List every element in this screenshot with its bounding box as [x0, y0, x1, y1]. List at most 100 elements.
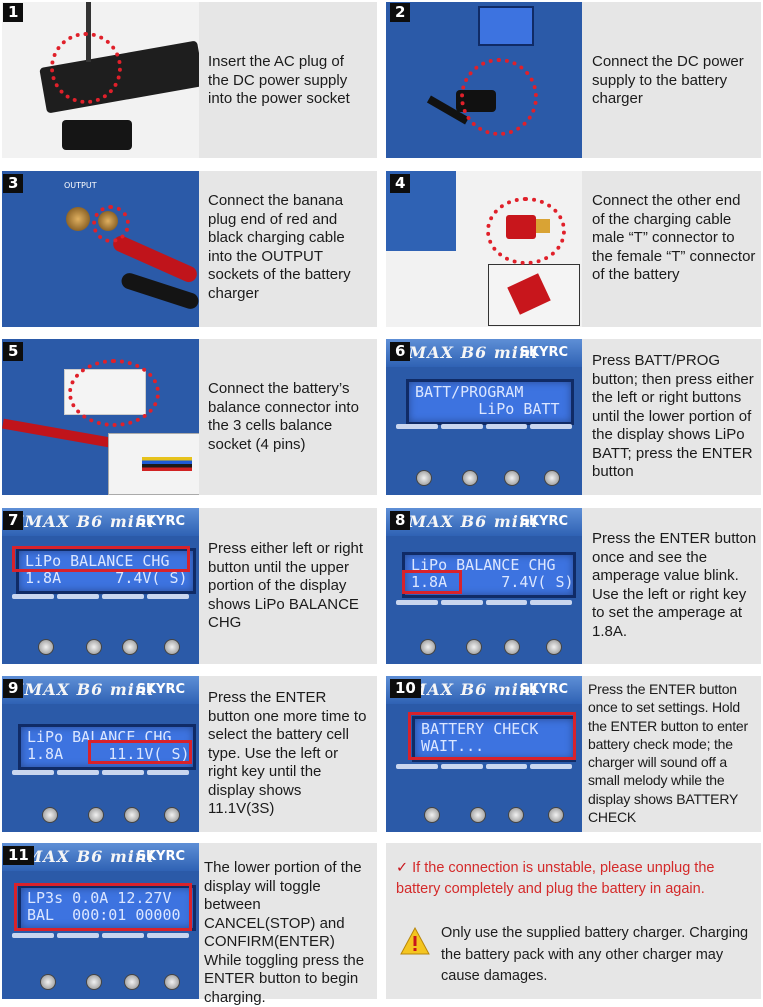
batt-prog-button[interactable] — [424, 807, 440, 823]
highlight-circle — [92, 205, 130, 243]
lcd-display: LiPo BALANCE CHG 1.8A 7.4V( S) — [402, 552, 576, 598]
step-2-photo — [386, 2, 582, 158]
inc-button[interactable] — [504, 470, 520, 486]
charger-buttons — [386, 618, 582, 658]
charger-brand: SKYRC — [136, 849, 185, 864]
charger-brand: SKYRC — [136, 682, 185, 697]
batt-prog-button[interactable] — [40, 974, 56, 990]
lcd-line-2: 1.8A 11.1V( S) — [27, 745, 190, 763]
step-number: 7 — [3, 511, 24, 530]
lcd-line-1: LP3s 0.0A 12.27V — [27, 889, 172, 907]
power-adapter — [62, 120, 132, 150]
warning-text: If the connection is unstable, please un… — [396, 860, 715, 897]
step-number: 6 — [390, 342, 411, 361]
step-3-photo: OUTPUT — [2, 171, 199, 327]
inc-button[interactable] — [124, 807, 140, 823]
lcd-display: BATTERY CHECK WAIT... — [412, 716, 576, 762]
batt-prog-button[interactable] — [38, 639, 54, 655]
lcd-line-2: 1.8A 7.4V( S) — [25, 569, 188, 587]
step-number: 2 — [390, 3, 411, 22]
step-1-photo — [2, 2, 199, 158]
function-labels — [12, 592, 189, 606]
step-number: 8 — [390, 511, 411, 530]
highlight-box — [12, 546, 190, 572]
charger-logo: IMAX B6 mini — [16, 847, 155, 866]
batt-prog-button[interactable] — [416, 470, 432, 486]
output-label: OUTPUT — [64, 181, 97, 190]
caution-text: Only use the supplied battery charger. C… — [441, 925, 749, 984]
lcd-line-1: LiPo BALANCE CHG — [25, 552, 170, 570]
enter-button[interactable] — [544, 470, 560, 486]
enter-button[interactable] — [164, 807, 180, 823]
inc-button[interactable] — [122, 639, 138, 655]
inc-button[interactable] — [504, 639, 520, 655]
check-icon: ✓ — [396, 860, 409, 876]
charger-brand: SKYRC — [519, 345, 568, 360]
highlight-box — [88, 740, 192, 764]
charger-brand: SKYRC — [136, 514, 185, 529]
charger-logo: IMAX B6 mini — [400, 512, 539, 531]
charger-brand: SKYRC — [519, 514, 568, 529]
inc-button[interactable] — [124, 974, 140, 990]
step-7-text: Press either left or right button until … — [208, 540, 364, 631]
enter-button[interactable] — [546, 639, 562, 655]
step-5-photo — [2, 339, 199, 495]
charger-brand: SKYRC — [519, 682, 568, 697]
lcd-line-1: BATTERY CHECK — [421, 720, 539, 738]
charger-logo: IMAX B6 mini — [400, 680, 539, 699]
batt-prog-button[interactable] — [42, 807, 58, 823]
step-6-text: Press BATT/PROG button; then press eithe… — [592, 352, 754, 480]
step-5-text: Connect the battery’s balance connector … — [208, 380, 359, 453]
dec-button[interactable] — [470, 807, 486, 823]
step-2-text: Connect the DC power supply to the batte… — [592, 53, 744, 107]
highlight-circle — [486, 197, 566, 265]
step-1-text: Insert the AC plug of the DC power suppl… — [208, 53, 350, 107]
balance-wires — [142, 457, 192, 471]
charger-logo: IMAX B6 mini — [16, 512, 155, 531]
lcd-line-2: LiPo BATT — [415, 400, 560, 418]
function-labels — [12, 931, 189, 945]
function-labels — [396, 598, 572, 612]
dec-button[interactable] — [88, 807, 104, 823]
batt-prog-button[interactable] — [420, 639, 436, 655]
dec-button[interactable] — [86, 974, 102, 990]
enter-button[interactable] — [164, 974, 180, 990]
highlight-box — [402, 570, 462, 594]
output-socket — [66, 207, 90, 231]
lcd-line-2: 1.8A 7.4V( S) — [411, 573, 574, 591]
highlight-circle — [50, 32, 122, 104]
step-number: 11 — [3, 846, 34, 865]
highlight-circle — [68, 359, 160, 427]
step-11-text: The lower portion of the display will to… — [204, 859, 365, 1006]
step-4-text: Connect the other end of the charging ca… — [592, 192, 756, 283]
dec-button[interactable] — [466, 639, 482, 655]
notes-panel: ✓If the connection is unstable, please u… — [386, 843, 761, 999]
lcd-line-1: LiPo BALANCE CHG — [411, 556, 556, 574]
step-number: 4 — [390, 174, 411, 193]
lcd-line-1: BATT/PROGRAM — [415, 383, 524, 401]
dec-button[interactable] — [462, 470, 478, 486]
inc-button[interactable] — [508, 807, 524, 823]
function-labels — [396, 422, 572, 436]
function-labels — [12, 768, 189, 782]
highlight-box — [14, 883, 192, 931]
dec-button[interactable] — [86, 639, 102, 655]
enter-button[interactable] — [548, 807, 564, 823]
step-8-text: Press the ENTER button once and see the … — [592, 530, 757, 640]
step-4-photo — [386, 171, 582, 327]
highlight-box — [408, 712, 576, 760]
step-number: 1 — [3, 3, 24, 22]
warning-note: ✓If the connection is unstable, please u… — [396, 858, 751, 900]
charger-buttons — [2, 786, 199, 826]
enter-button[interactable] — [164, 639, 180, 655]
